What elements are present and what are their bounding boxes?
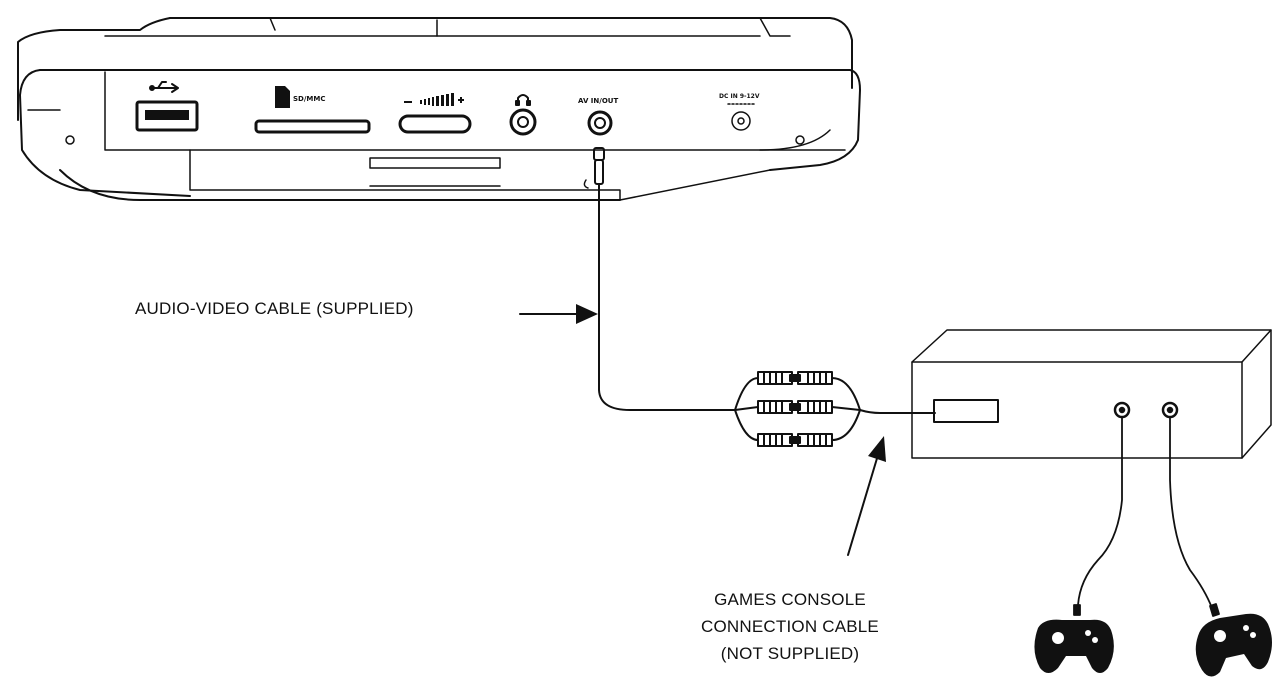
portable-player [17, 17, 861, 201]
rca-plug-pair-top [757, 371, 833, 385]
controller-cable-1 [1073, 416, 1123, 616]
headphone-jack [509, 108, 537, 136]
card-slot-label: SD/MMC [293, 95, 325, 103]
rca-plug-pair-middle [757, 400, 833, 414]
dc-jack [727, 103, 755, 131]
console-cable-arrow [847, 436, 886, 556]
console-cable-label-line3: (NOT SUPPLIED) [720, 644, 860, 663]
gamepad-icon [1034, 619, 1114, 673]
av-cable-arrow [519, 304, 598, 324]
rca-plug-pair-bottom [757, 433, 833, 447]
av-jack [587, 110, 613, 136]
av-port-label: AV IN/OUT [578, 97, 618, 105]
dc-port-label: DC IN 9-12V [719, 93, 760, 100]
controller-cable-2 [1169, 416, 1220, 617]
console-cable-label: GAMES CONSOLE CONNECTION CABLE (NOT SUPP… [640, 586, 940, 667]
console-av-port [933, 399, 999, 423]
av-cable [583, 147, 736, 411]
usb-icon [149, 81, 179, 93]
console-cable-label-line1: GAMES CONSOLE [714, 590, 866, 609]
rca-splitter [734, 371, 936, 447]
controller-port-1 [1113, 401, 1131, 419]
games-console [911, 329, 1272, 459]
console-cable-label-line2: CONNECTION CABLE [701, 617, 879, 636]
sd-card-slot [254, 119, 371, 134]
sd-card-icon [275, 86, 290, 108]
gamepad-icon [1195, 613, 1272, 677]
volume-wheel [398, 114, 472, 134]
av-cable-label: AUDIO-VIDEO CABLE (SUPPLIED) [135, 299, 414, 318]
volume-bar-icon [404, 93, 464, 106]
controller-port-2 [1161, 401, 1179, 419]
headphone-icon [515, 94, 531, 106]
usb-port [135, 100, 199, 132]
